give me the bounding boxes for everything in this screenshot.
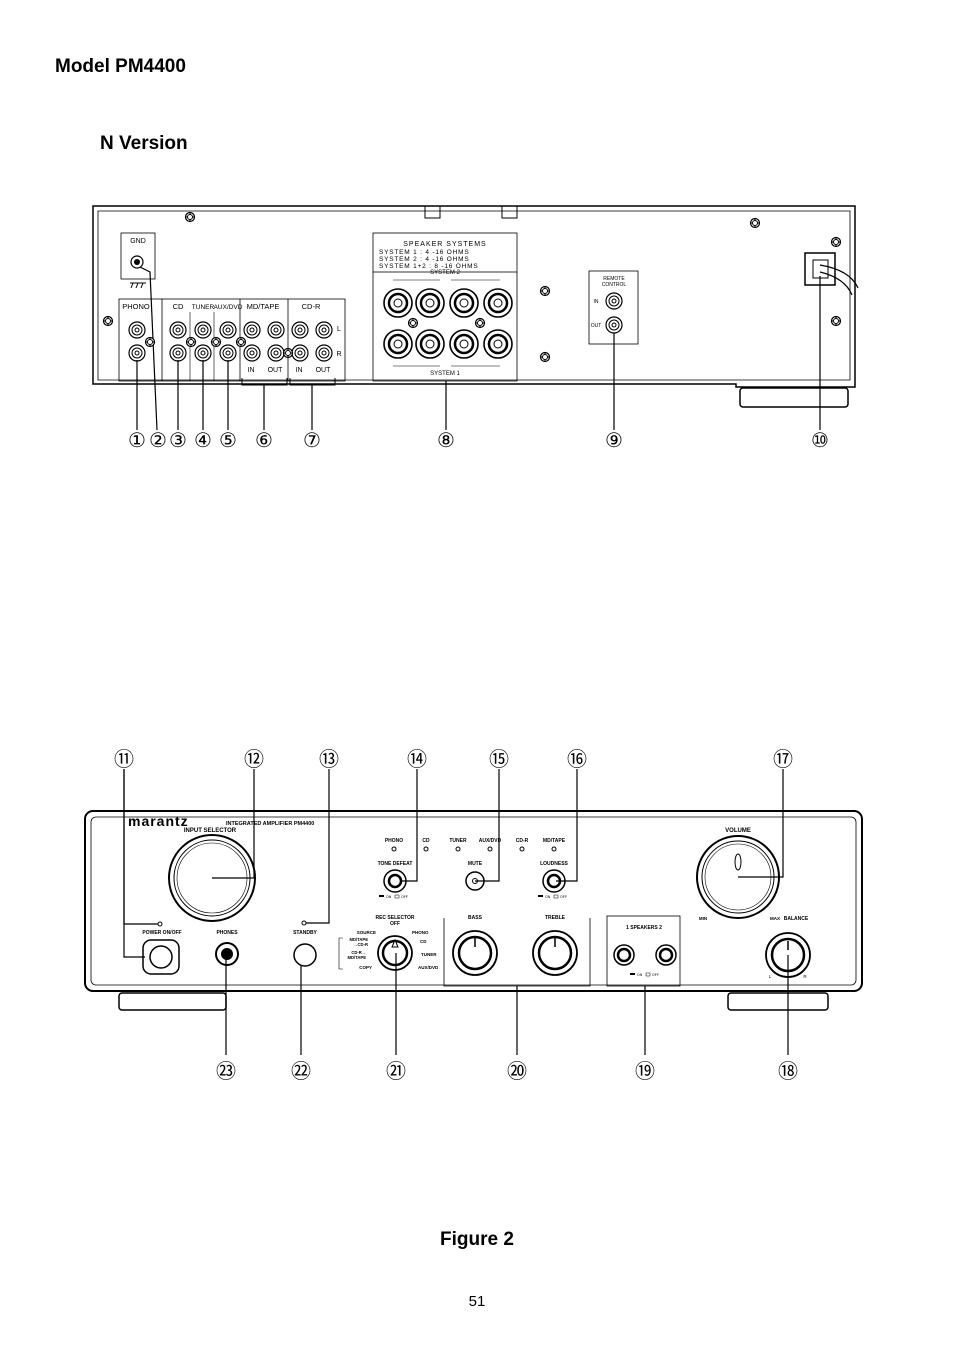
speaker-row-3: SYSTEM 1+2 : 8 -16 OHMS xyxy=(379,263,479,270)
remote-label-2: CONTROL xyxy=(602,282,627,288)
md-in-label: IN xyxy=(248,367,255,374)
callout-5: ⑤ xyxy=(219,430,237,452)
spk-on: ON xyxy=(637,973,643,977)
callout-13: ⑬ xyxy=(319,748,339,771)
cd-label: CD xyxy=(173,302,184,311)
mute-label: MUTE xyxy=(468,861,483,867)
callout-15: ⑮ xyxy=(489,748,509,771)
rec-tocdr: →CD-R xyxy=(353,942,368,947)
figure-caption: Figure 2 xyxy=(440,1229,514,1250)
callout-1: ① xyxy=(128,430,146,452)
cd-r-label: CD-R xyxy=(302,302,321,311)
volume-max: MAX xyxy=(770,916,780,921)
loud-on: ON xyxy=(545,895,551,899)
rear-panel: GND PHONO CD TUNER AUX/DVD MD/TAPE CD-R … xyxy=(92,205,859,452)
src-tuner: TUNER xyxy=(449,838,467,844)
rec-mdtape1: MD/TAPE xyxy=(349,937,368,942)
rear-r-label: R xyxy=(336,351,341,358)
volume-label: VOLUME xyxy=(725,828,751,834)
phones-label: PHONES xyxy=(216,930,238,936)
tone-off: OFF xyxy=(401,895,408,899)
callout-19: ⑲ xyxy=(635,1060,655,1083)
cdr-out-label: OUT xyxy=(316,367,332,374)
md-out-label: OUT xyxy=(268,367,284,374)
callout-10: ⑩ xyxy=(811,430,829,452)
rec-source: SOURCE xyxy=(357,930,376,935)
callout-11: ⑪ xyxy=(114,748,134,771)
callout-3: ③ xyxy=(169,430,187,452)
loudness-label: LOUDNESS xyxy=(540,861,568,867)
remote-label-1: REMOTE xyxy=(603,276,625,282)
callout-20: ⑳ xyxy=(507,1060,527,1083)
power-label: POWER ON/OFF xyxy=(142,930,181,936)
phono-label: PHONO xyxy=(122,302,150,311)
rec-selector-label: REC SELECTOR xyxy=(375,915,414,921)
rec-aux: AUX/DVD xyxy=(418,965,439,970)
rec-cd: CD xyxy=(420,939,427,944)
bass-label: BASS xyxy=(468,915,483,921)
page-number: 51 xyxy=(468,1293,486,1310)
loud-off: OFF xyxy=(560,895,567,899)
callout-4: ④ xyxy=(194,430,212,452)
tuner-label: TUNER xyxy=(192,304,215,311)
src-cd: CD xyxy=(422,838,430,844)
cdr-in-label: IN xyxy=(296,367,303,374)
callout-18: ⑱ xyxy=(778,1060,798,1083)
callout-12: ⑫ xyxy=(244,748,264,771)
aux-dvd-label: AUX/DVD xyxy=(214,304,243,311)
rec-mdtape2: MD/TAPE xyxy=(347,955,366,960)
src-aux: AUX/DVD xyxy=(479,838,502,844)
src-cdr: CD-R xyxy=(516,838,529,844)
callout-21: ㉑ xyxy=(386,1060,406,1083)
remote-in-label: IN xyxy=(594,299,599,305)
speakers-label: 1 SPEAKERS 2 xyxy=(626,925,662,931)
spk-off: OFF xyxy=(652,973,659,977)
rear-l-label: L xyxy=(337,326,341,333)
system2-label: SYSTEM 2 xyxy=(430,270,460,276)
rec-off-label: OFF xyxy=(390,921,400,927)
src-mdtape: MD/TAPE xyxy=(543,838,566,844)
callout-2: ② xyxy=(149,430,167,452)
treble-label: TREBLE xyxy=(545,915,566,921)
gnd-label: GND xyxy=(130,238,146,245)
system1-label: SYSTEM 1 xyxy=(430,371,460,377)
callout-8: ⑧ xyxy=(437,430,455,452)
front-panel: marantz INTEGRATED AMPLIFIER PM4400 INPU… xyxy=(84,748,863,1083)
callout-14: ⑭ xyxy=(407,748,427,771)
speaker-systems-header: SPEAKER SYSTEMS xyxy=(403,241,486,248)
remote-out-label: OUT xyxy=(591,323,602,329)
balance-label: BALANCE xyxy=(784,916,809,922)
callout-22: ㉒ xyxy=(291,1060,311,1083)
model-line: INTEGRATED AMPLIFIER PM4400 xyxy=(226,821,314,827)
tone-on: ON xyxy=(386,895,392,899)
callout-9: ⑨ xyxy=(605,430,623,452)
standby-label: STANDBY xyxy=(293,930,317,936)
page-title: Model PM4400 xyxy=(55,56,186,77)
input-selector-label: INPUT SELECTOR xyxy=(184,828,237,834)
rec-copy: COPY xyxy=(359,965,372,970)
callout-6: ⑥ xyxy=(255,430,273,452)
md-tape-label: MD/TAPE xyxy=(247,302,280,311)
speaker-row-2: SYSTEM 2 : 4 -16 OHMS xyxy=(379,256,470,263)
callout-16: ⑯ xyxy=(567,748,587,771)
volume-min: MIN xyxy=(699,916,707,921)
callout-17: ⑰ xyxy=(773,748,793,771)
balance-r: R xyxy=(803,974,807,979)
balance-l: L xyxy=(769,974,772,979)
rec-tuner: TUNER xyxy=(421,952,437,957)
rec-cdr-to: CD-R→ xyxy=(351,950,366,955)
callout-23: ㉓ xyxy=(216,1060,236,1083)
speaker-row-1: SYSTEM 1 : 4 -16 OHMS xyxy=(379,249,470,256)
src-phono: PHONO xyxy=(385,838,403,844)
version-title: N Version xyxy=(100,133,188,154)
tone-defeat-label: TONE DEFEAT xyxy=(378,861,413,867)
rec-phono: PHONO xyxy=(412,930,429,935)
callout-7: ⑦ xyxy=(303,430,321,452)
brand-logo: marantz xyxy=(128,813,189,829)
